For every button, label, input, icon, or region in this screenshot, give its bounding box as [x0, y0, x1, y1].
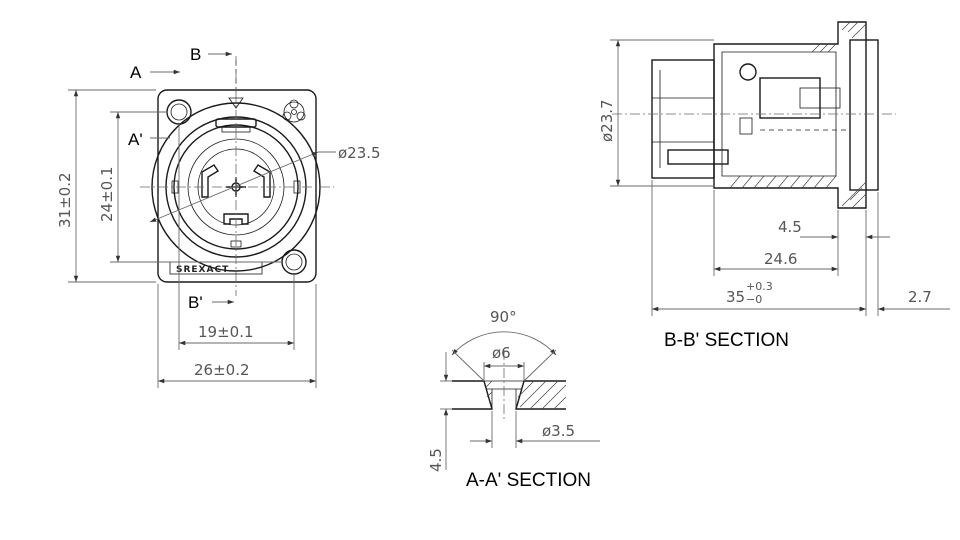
dim-35: 35 — [726, 288, 745, 306]
dim-angle-90: 90° — [490, 308, 517, 326]
key-symbol-icon — [282, 99, 306, 123]
contact-pin-lower — [667, 149, 729, 165]
dim-2-7: 2.7 — [908, 288, 932, 306]
section-bb-hatch — [729, 21, 867, 209]
housing-outline — [713, 21, 867, 209]
latch-spring — [739, 63, 757, 81]
dim-24-6: 24.6 — [764, 250, 797, 268]
dim-35-tol-plus: +0.3 — [746, 280, 773, 293]
dim-4-5: 4.5 — [778, 218, 802, 236]
section-bb-title: B-B' SECTION — [664, 330, 789, 351]
dim-thickness-4-5: 4.5 — [427, 448, 445, 472]
mounting-hole-top-left — [166, 99, 192, 125]
contact-cavity-2 — [253, 164, 271, 198]
section-aa: 90° ø6 ø3.5 4.5 A-A' SECTION — [427, 308, 600, 491]
section-aa-title: A-A' SECTION — [466, 470, 591, 491]
section-mark-a: A — [130, 63, 142, 82]
section-aa-hatch — [485, 380, 567, 410]
dim-counterbore-6: ø6 — [492, 344, 511, 362]
dim-hole-3-5: ø3.5 — [542, 422, 575, 440]
dim-diameter-23-5: ø23.5 — [338, 144, 381, 162]
dim-width-26: 26±0.2 — [194, 361, 250, 379]
section-mark-b-prime: B' — [188, 293, 203, 312]
contact-pin-upper — [759, 77, 821, 119]
dim-inner-height-24: 24±0.1 — [98, 166, 116, 222]
dim-height-31: 31±0.2 — [56, 172, 74, 228]
dim-35-tol-minus: −0 — [746, 293, 762, 306]
plate-left — [452, 380, 493, 410]
plug-front — [651, 59, 715, 179]
mounting-hole-bottom-right — [281, 249, 307, 275]
brand-logo: SREXACT — [176, 265, 229, 275]
section-bb: ø23.7 4.5 24.6 35 +0.3 −0 2.7 B-B' SECTI… — [598, 21, 950, 351]
dim-diameter-23-7: ø23.7 — [598, 99, 616, 142]
front-view: SREXACT A B A' B' ø23.5 31±0.2 24±0.1 19… — [56, 45, 381, 388]
section-mark-a-prime: A' — [128, 130, 143, 149]
contact-cavity-1 — [201, 164, 219, 198]
section-mark-b: B — [190, 45, 201, 64]
dim-hole-spacing-19: 19±0.1 — [198, 323, 254, 341]
